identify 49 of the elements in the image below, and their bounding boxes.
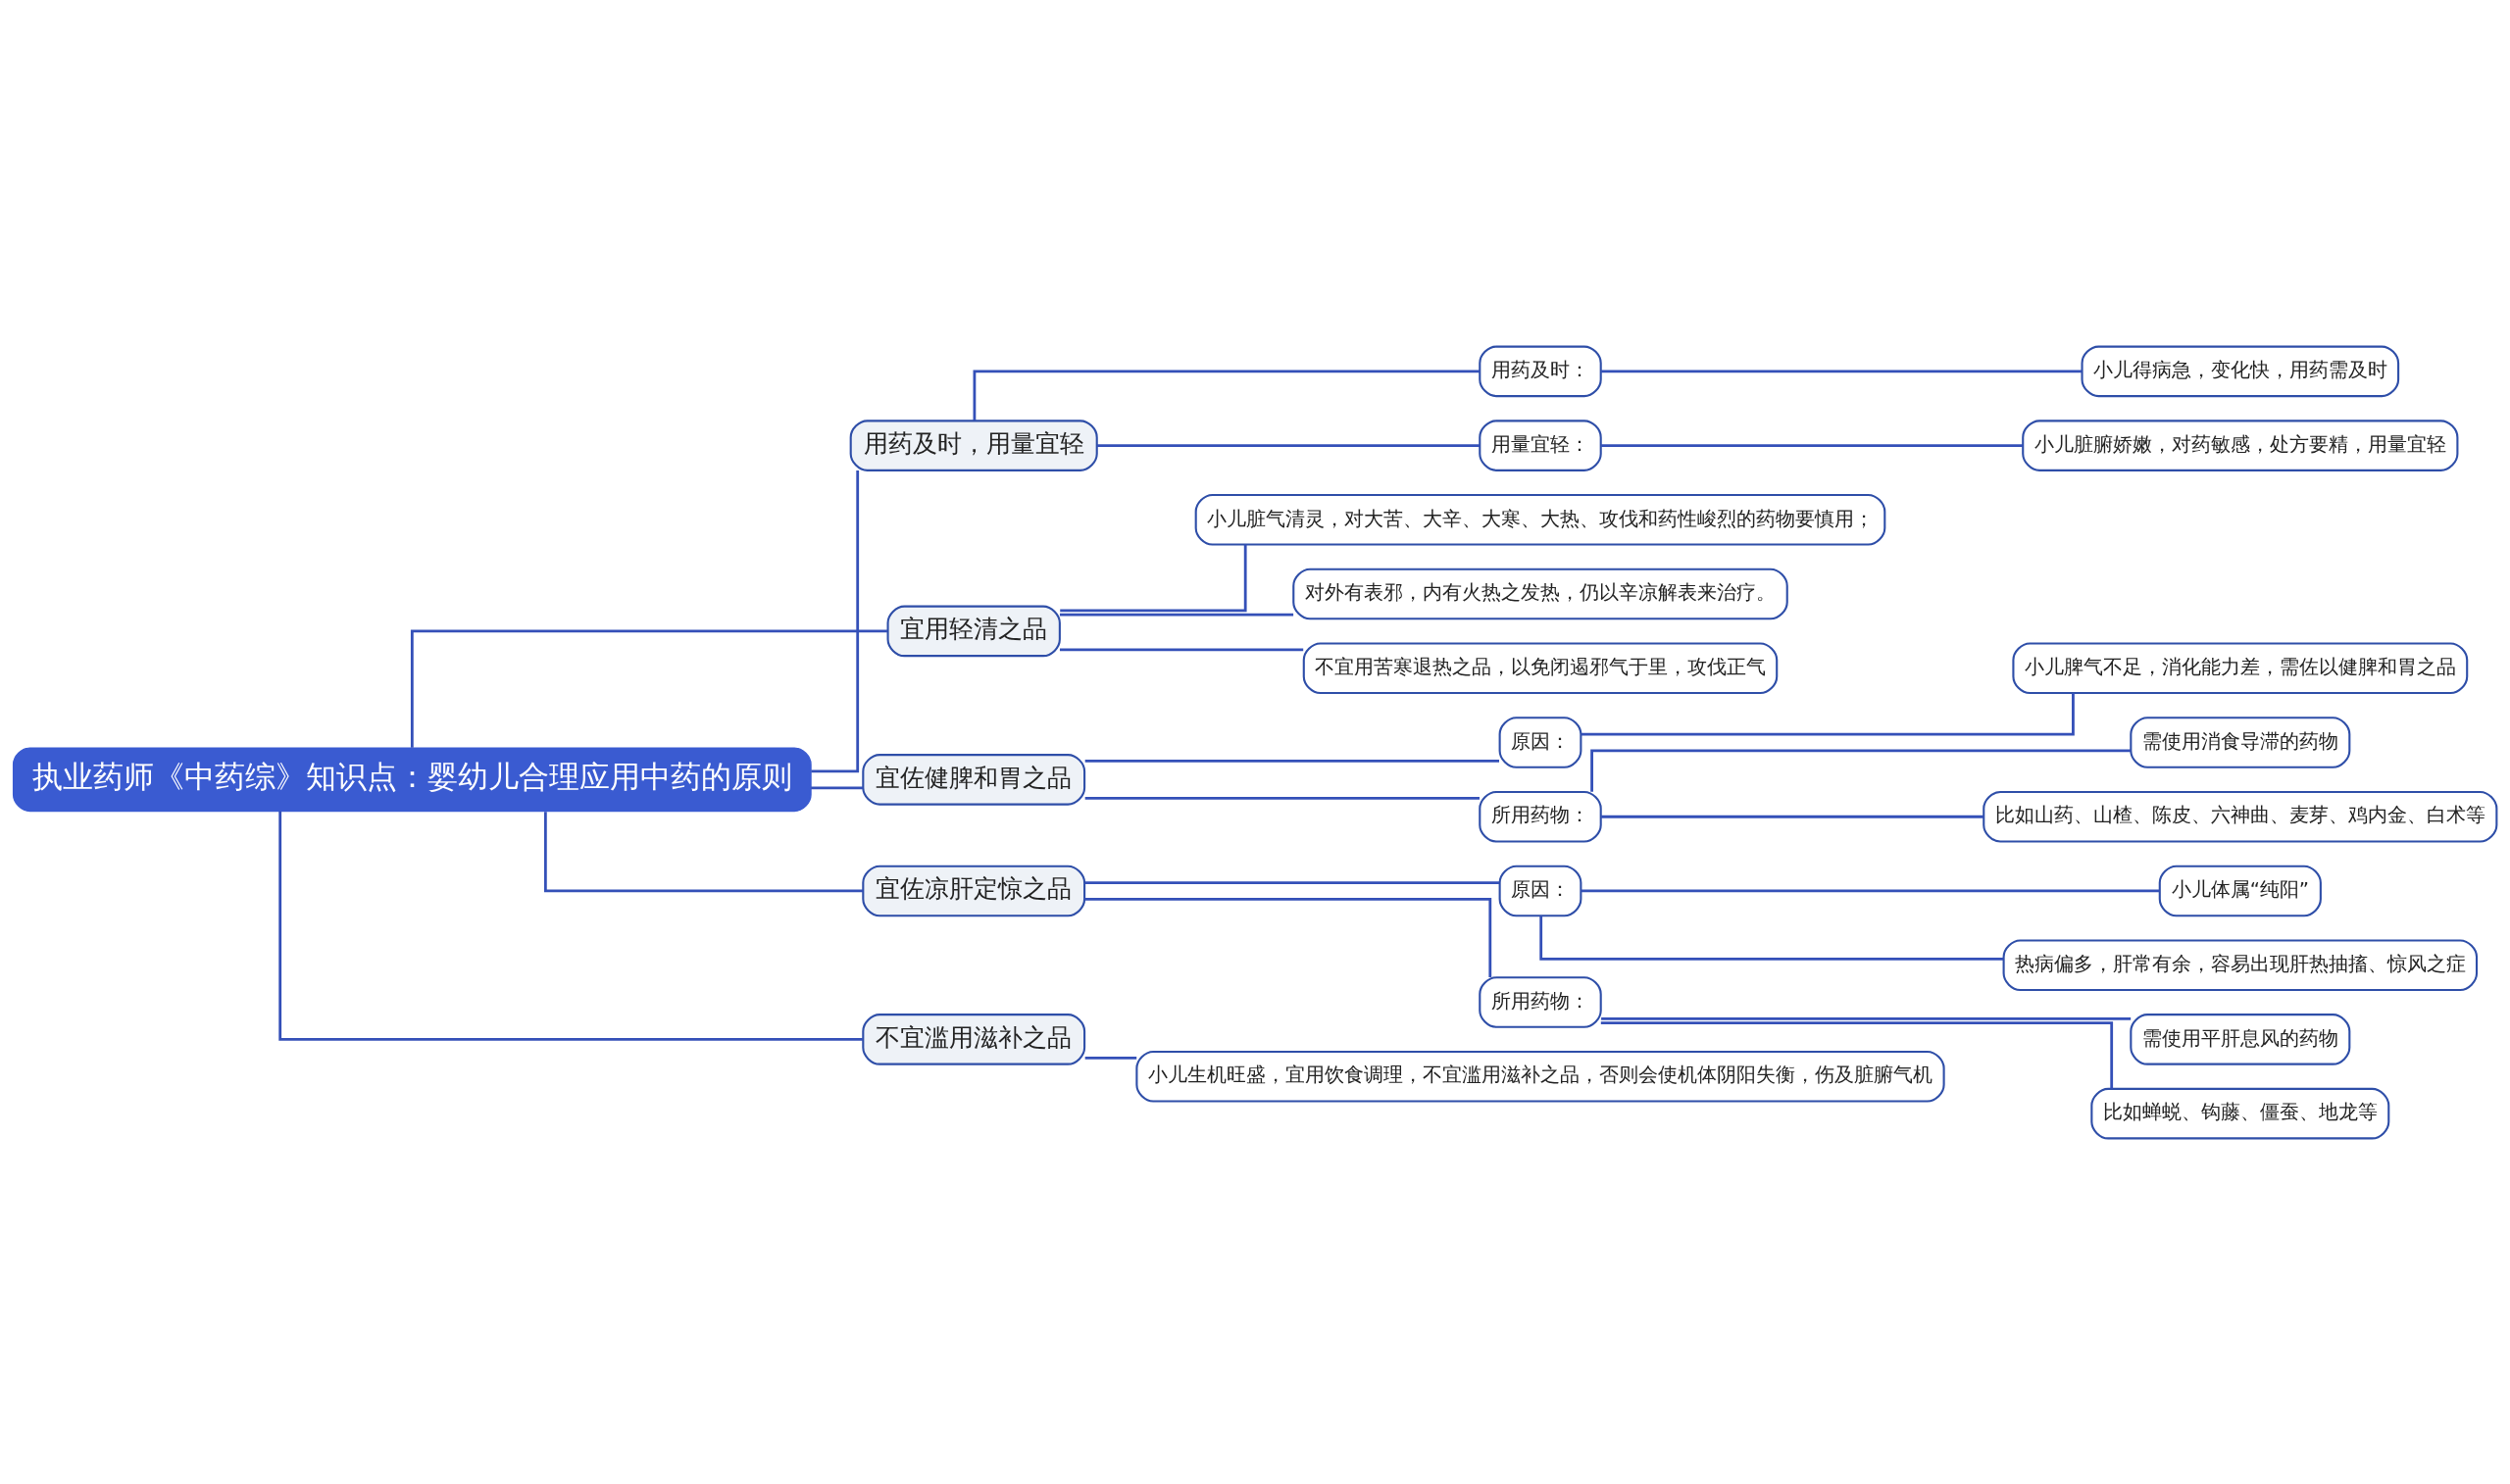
node-box: 宜佐健脾和胃之品 [862,753,1086,806]
connector [1581,889,2160,892]
node-box: 所用药物： [1479,975,1602,1028]
connector [410,629,887,748]
node-box: 小儿生机旺盛，宜用饮食调理，不宜滥用滋补之品，否则会使机体阴阳失衡，伤及脏腑气机 [1135,1050,1945,1103]
node-box: 小儿得病急，变化快，用药需及时 [2081,345,2400,397]
connector [1581,692,2075,735]
node-box: 不宜滥用滋补之品 [862,1013,1086,1065]
node-box: 对外有表邪，内有火热之发热，仍以辛凉解表来治疗。 [1292,568,1788,619]
connector [543,811,864,892]
node-box: 热病偏多，肝常有余，容易出现肝热抽搐、惊风之症 [2002,938,2479,991]
connector [1600,1020,2114,1089]
connector [278,811,863,1041]
connector [1096,443,1481,447]
connector [1601,443,2024,447]
node-box: 需使用平肝息风的药物 [2130,1013,2351,1065]
node-box: 小儿脾气不足，消化能力差，需佐以健脾和胃之品 [2012,642,2469,694]
connector [1084,880,1499,884]
node-box: 所用药物： [1479,790,1602,842]
node-box: 小儿脏气清灵，对大苦、大辛、大寒、大热、攻伐和药性峻烈的药物要慎用； [1194,493,1886,546]
node-box: 需使用消食导滞的药物 [2130,716,2351,768]
connector [811,785,864,789]
node-box: 原因： [1498,716,1582,768]
connector [811,470,860,772]
connector [1060,544,1247,612]
node-box: 用药及时： [1479,345,1602,397]
connector [1059,647,1304,651]
connector [1084,759,1499,763]
connector [1059,613,1294,616]
node-box: 不宜用苦寒退热之品，以免闭遏邪气于里，攻伐正气 [1302,642,1779,694]
node-box: 宜用轻清之品 [886,605,1061,657]
connector [1601,815,1984,818]
node-box: 执业药师《中药综》知识点：婴幼儿合理应用中药的原则 [12,746,812,812]
node-box: 原因： [1498,865,1582,916]
node-box: 小儿脏腑娇嫩，对药敏感，处方要精，用量宜轻 [2022,419,2459,471]
node-box: 用量宜轻： [1479,419,1602,471]
connector [1084,796,1480,800]
connector [1084,897,1492,977]
node-box: 比如山药、山楂、陈皮、六神曲、麦芽、鸡内金、白术等 [1983,790,2498,842]
connector [1601,369,2083,372]
connector [1590,749,2131,792]
node-box: 小儿体属“纯阳” [2158,865,2322,916]
node-box: 宜佐凉肝定惊之品 [862,865,1086,916]
connector [973,369,1481,420]
connector [1601,1016,2132,1020]
node-box: 比如蝉蜕、钩藤、僵蚕、地龙等 [2090,1087,2390,1139]
connector [1539,915,2004,961]
connector [1084,1056,1137,1060]
node-box: 用药及时，用量宜轻 [849,419,1098,471]
